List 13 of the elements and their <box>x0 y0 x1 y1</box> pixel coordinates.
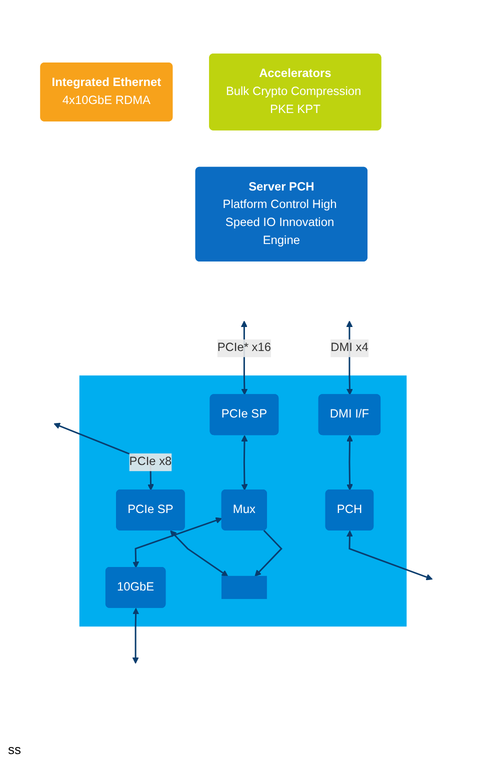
cluster <box>79 376 407 627</box>
arrow <box>346 435 354 491</box>
arrow <box>254 530 282 577</box>
node-box <box>221 576 267 600</box>
edge-label: PCIe* x16 <box>217 342 272 354</box>
arrow <box>346 530 433 580</box>
note-text: ss <box>8 742 21 757</box>
arrow <box>132 517 222 568</box>
arrow <box>241 435 248 491</box>
arrow <box>170 530 228 577</box>
edge-label: PCIe x8 <box>129 456 172 468</box>
arrow <box>132 608 140 664</box>
edge-label: DMI x4 <box>330 342 368 354</box>
